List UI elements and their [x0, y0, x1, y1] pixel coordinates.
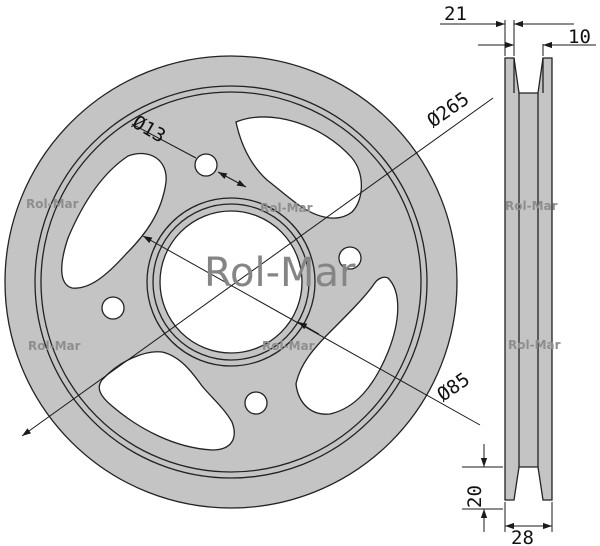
dimension-bore [142, 235, 481, 426]
bolt-hole [101, 296, 125, 320]
watermark-label: Rol-Mar [262, 339, 315, 353]
watermark-label: Rol-Mar [28, 339, 81, 353]
dim-groove-depth: 20 [464, 485, 486, 508]
spoke-window [235, 116, 363, 219]
spoke-window [61, 152, 167, 289]
bolt-hole [338, 246, 362, 270]
side-profile [504, 57, 553, 501]
watermark-label: Rol-Mar [505, 199, 558, 213]
bolt-hole [244, 391, 268, 415]
watermark-label: Rol-Mar [508, 338, 561, 352]
rim-inner-circle [40, 91, 422, 473]
dimension-bottom [462, 444, 553, 532]
spoke-window [295, 276, 399, 415]
groove-circle [34, 85, 428, 479]
pulley-side-view [504, 57, 553, 501]
dim-hub-width: 28 [511, 527, 534, 546]
hub-collar [152, 203, 310, 361]
dimension-outer [21, 97, 494, 437]
spoke-window [98, 351, 235, 451]
dim-bore-diameter: Ø85 [433, 368, 474, 406]
dim-rim-thickness: 10 [568, 26, 591, 48]
dim-outer-diameter: Ø265 [423, 88, 473, 132]
dim-top-width: 21 [444, 3, 467, 25]
pulley-front-view [4, 55, 458, 509]
bore [159, 210, 303, 354]
brand-watermark: Rol-Mar [204, 250, 356, 296]
dimension-top [440, 20, 596, 56]
dimension-hole [131, 123, 247, 188]
watermark-label: Rol-Mar [260, 201, 313, 215]
bolt-hole [194, 153, 218, 177]
hub-ring [146, 197, 316, 367]
watermark-label: Rol-Mar [26, 197, 79, 211]
